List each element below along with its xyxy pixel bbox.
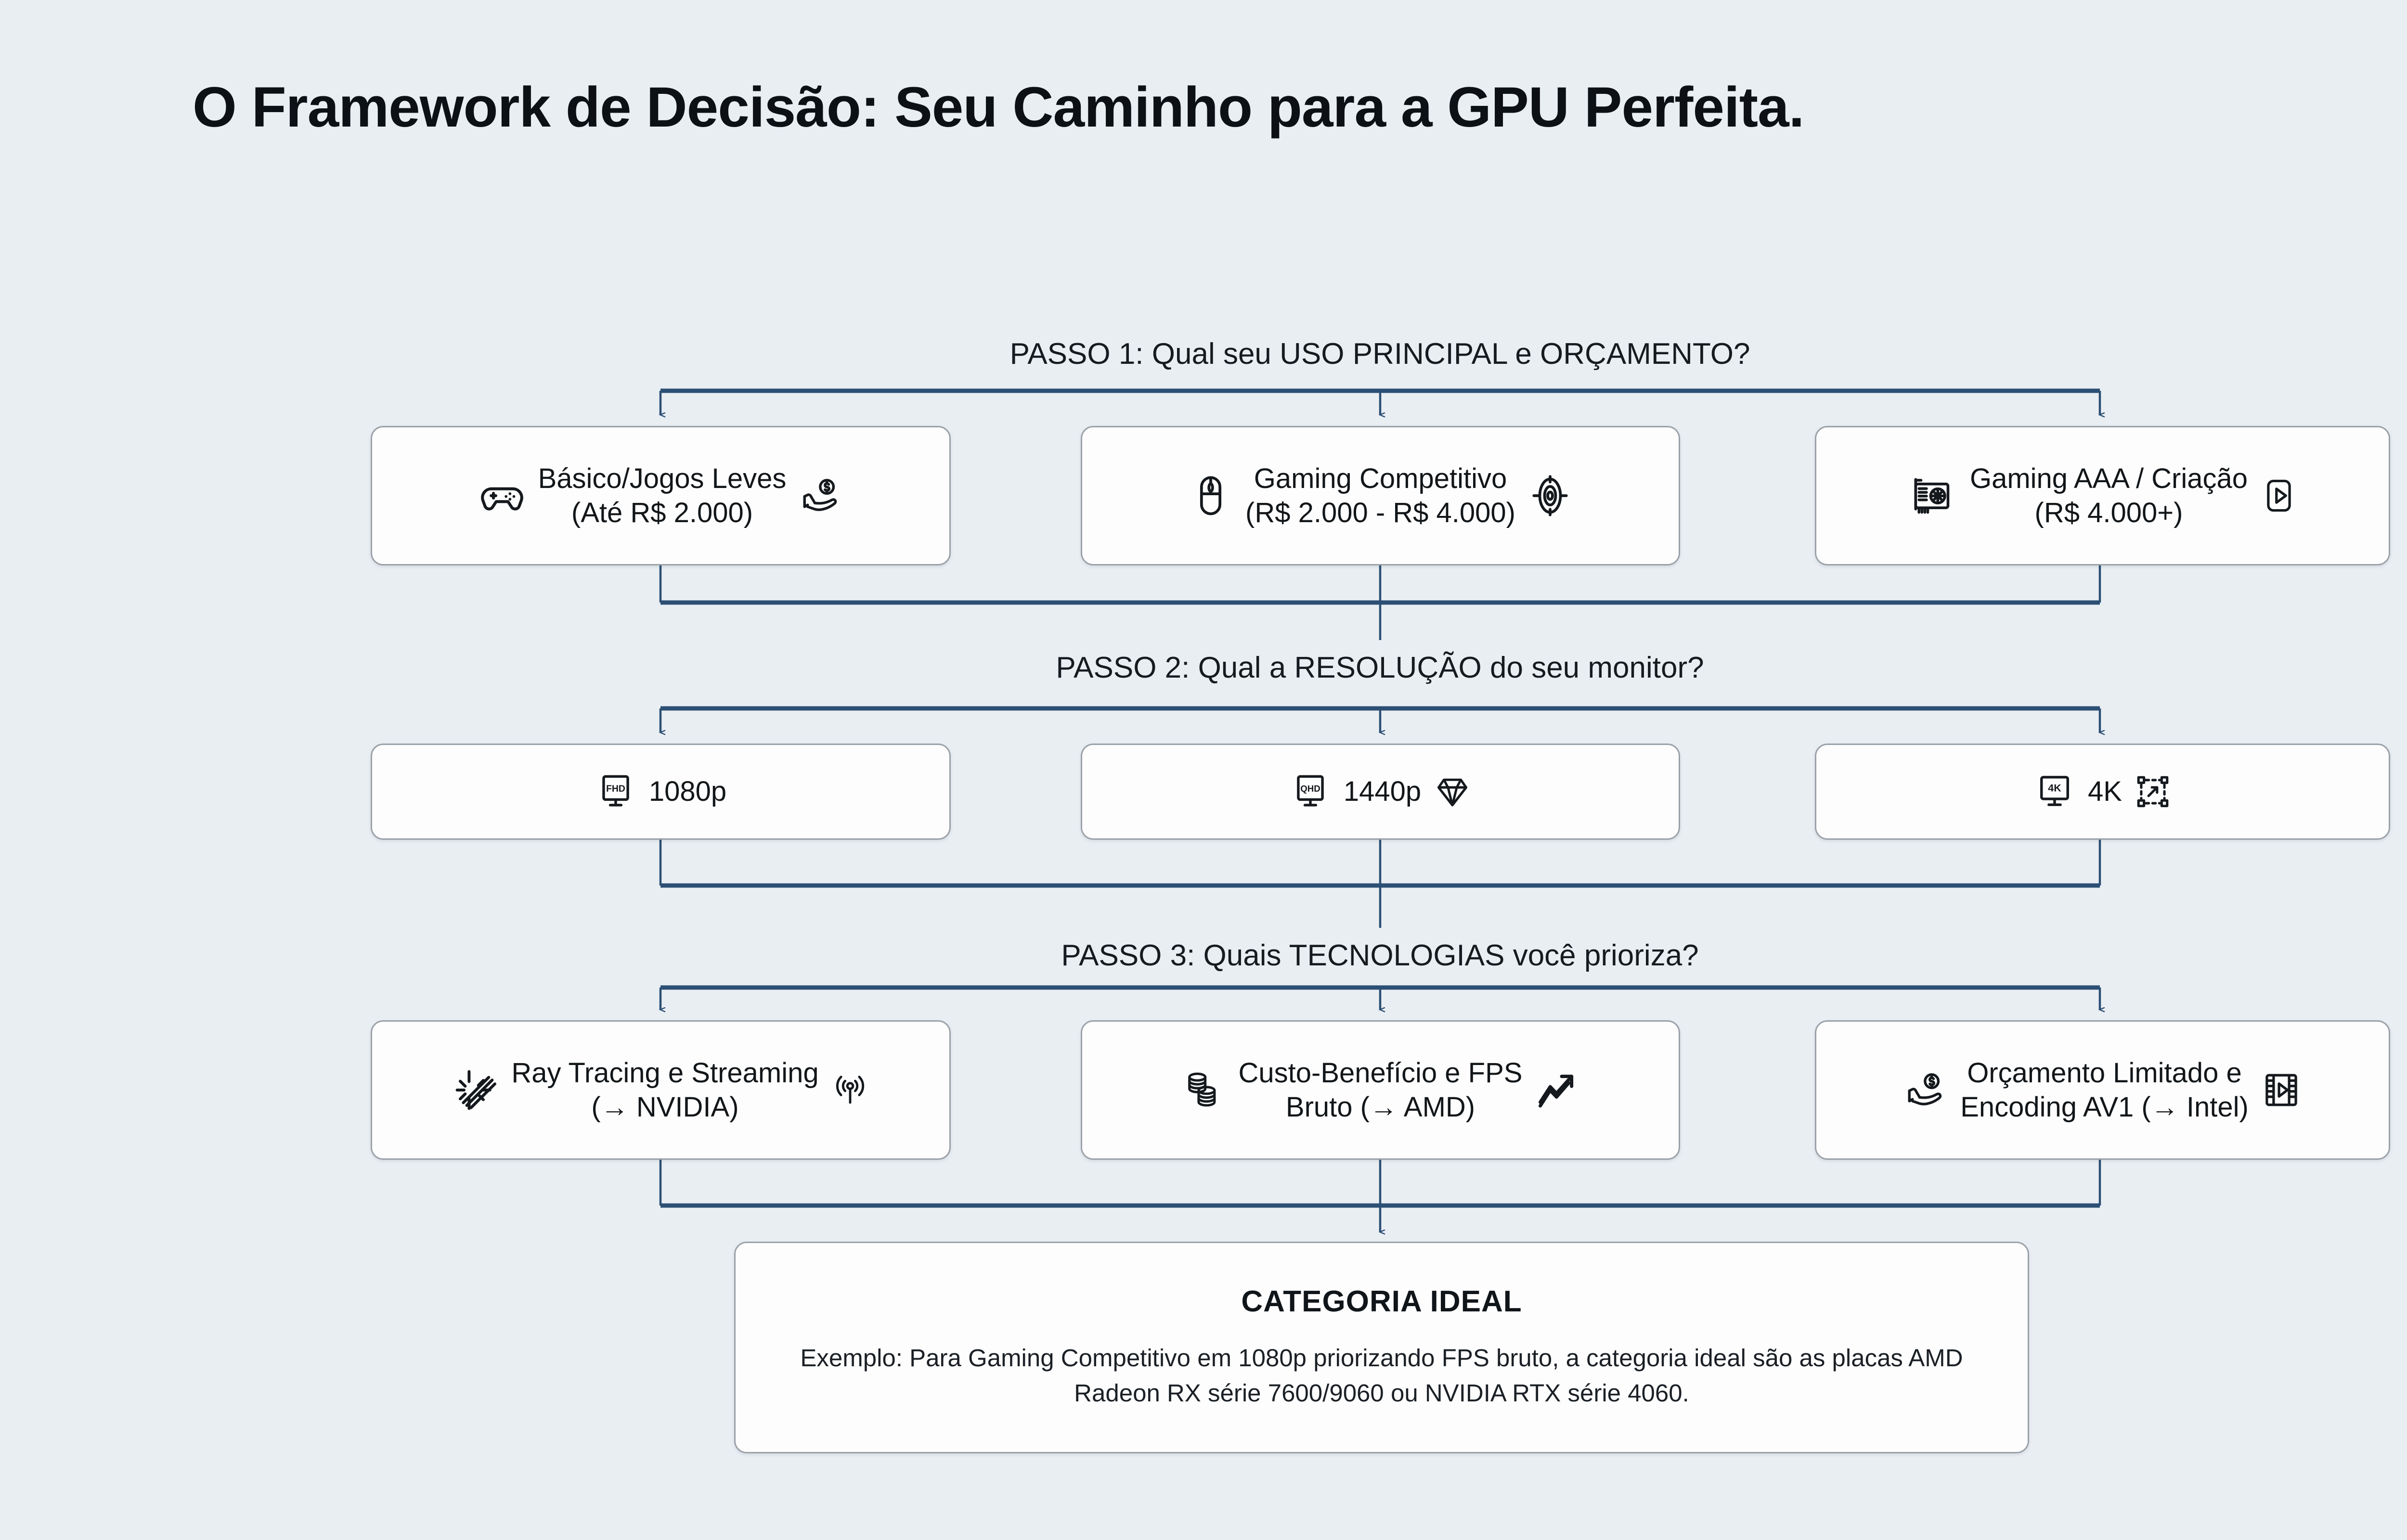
option-line2: (Até R$ 2.000) <box>571 497 753 528</box>
option-line1: 1080p <box>648 776 727 808</box>
option-label: Básico/Jogos Leves (Até R$ 2.000) <box>538 462 787 530</box>
option-line1: 1440p <box>1343 776 1422 808</box>
play-badge-icon <box>2260 477 2298 514</box>
graphics-card-icon <box>1907 471 1957 521</box>
option-label: Ray Tracing e Streaming (→ NVIDIA) <box>511 1056 818 1125</box>
svg-text:QHD: QHD <box>1300 783 1320 794</box>
option-line1: Custo-Benefício e FPS <box>1238 1057 1523 1089</box>
option-label: 4K <box>2088 774 2122 808</box>
svg-text:4K: 4K <box>2048 783 2061 794</box>
target-icon <box>1528 474 1572 518</box>
page-title: O Framework de Decisão: Seu Caminho para… <box>193 76 1804 139</box>
option-line2: (→ NVIDIA) <box>591 1091 739 1123</box>
option-line1: Gaming AAA / Criação <box>1969 462 2248 494</box>
monitor-4k-icon: 4K <box>2034 771 2075 812</box>
option-box-gaming-aaa-criacao[interactable]: Gaming AAA / Criação (R$ 4.000+) <box>1815 426 2390 565</box>
option-box-ray-tracing-streaming[interactable]: Ray Tracing e Streaming (→ NVIDIA) <box>371 1020 951 1160</box>
svg-text:FHD: FHD <box>606 783 625 794</box>
diamond-icon <box>1434 773 1471 810</box>
option-line2: Encoding AV1 (→ Intel) <box>1960 1091 2249 1123</box>
option-line2: (R$ 2.000 - R$ 4.000) <box>1245 497 1515 528</box>
trending-up-icon <box>1535 1068 1579 1112</box>
gamepad-icon <box>479 472 526 519</box>
option-label: Gaming Competitivo (R$ 2.000 - R$ 4.000) <box>1245 462 1515 530</box>
option-box-basico-jogos-leves[interactable]: Básico/Jogos Leves (Até R$ 2.000) <box>371 426 951 565</box>
monitor-qhd-icon: QHD <box>1290 771 1331 812</box>
result-body-line1: Exemplo: Para Gaming Competitivo em 1080… <box>800 1344 1687 1372</box>
option-line1: Gaming Competitivo <box>1254 462 1507 494</box>
option-label: Gaming AAA / Criação (R$ 4.000+) <box>1970 462 2248 530</box>
option-box-1080p[interactable]: FHD 1080p <box>371 744 951 840</box>
option-line2: (R$ 4.000+) <box>2034 497 2183 528</box>
hand-holding-money-icon <box>1903 1068 1948 1112</box>
step-2-heading: PASSO 2: Qual a RESOLUÇÃO do seu monitor… <box>1056 651 1704 684</box>
result-body-line2: ideal são as placas AMD Radeon RX série … <box>1074 1344 1963 1407</box>
hand-holding-money-icon <box>799 474 843 518</box>
option-box-gaming-competitivo[interactable]: Gaming Competitivo (R$ 2.000 - R$ 4.000) <box>1081 426 1680 565</box>
result-title: CATEGORIA IDEAL <box>1241 1285 1522 1319</box>
film-strip-icon <box>2261 1070 2302 1110</box>
option-line2: Bruto (→ AMD) <box>1285 1091 1475 1123</box>
option-line1: 4K <box>2088 776 2122 808</box>
option-label: Orçamento Limitado e Encoding AV1 (→ Int… <box>1960 1056 2249 1125</box>
option-box-1440p[interactable]: QHD 1440p <box>1081 744 1680 840</box>
option-line1: Básico/Jogos Leves <box>538 462 787 494</box>
option-box-custo-beneficio-fps[interactable]: Custo-Benefício e FPS Bruto (→ AMD) <box>1081 1020 1680 1160</box>
option-box-orcamento-limitado-av1[interactable]: Orçamento Limitado e Encoding AV1 (→ Int… <box>1815 1020 2390 1160</box>
result-body: Exemplo: Para Gaming Competitivo em 1080… <box>764 1341 1999 1411</box>
option-label: 1440p <box>1344 774 1421 808</box>
scale-handles-icon <box>2135 773 2171 810</box>
broadcast-icon <box>831 1071 869 1109</box>
option-box-4k[interactable]: 4K 4K <box>1815 744 2390 840</box>
option-line1: Ray Tracing e Streaming <box>511 1057 819 1089</box>
step-3-heading: PASSO 3: Quais TECNOLOGIAS você prioriza… <box>1061 939 1699 972</box>
coin-stack-icon <box>1182 1068 1226 1112</box>
mouse-icon <box>1189 474 1233 518</box>
light-ray-icon <box>453 1067 499 1113</box>
option-label: Custo-Benefício e FPS Bruto (→ AMD) <box>1239 1056 1523 1125</box>
result-box-categoria-ideal[interactable]: CATEGORIA IDEAL Exemplo: Para Gaming Com… <box>734 1242 2029 1453</box>
option-line1: Orçamento Limitado e <box>1967 1057 2242 1089</box>
monitor-fhd-icon: FHD <box>595 771 636 812</box>
option-label: 1080p <box>649 774 726 808</box>
step-1-heading: PASSO 1: Qual seu USO PRINCIPAL e ORÇAME… <box>1009 337 1750 371</box>
